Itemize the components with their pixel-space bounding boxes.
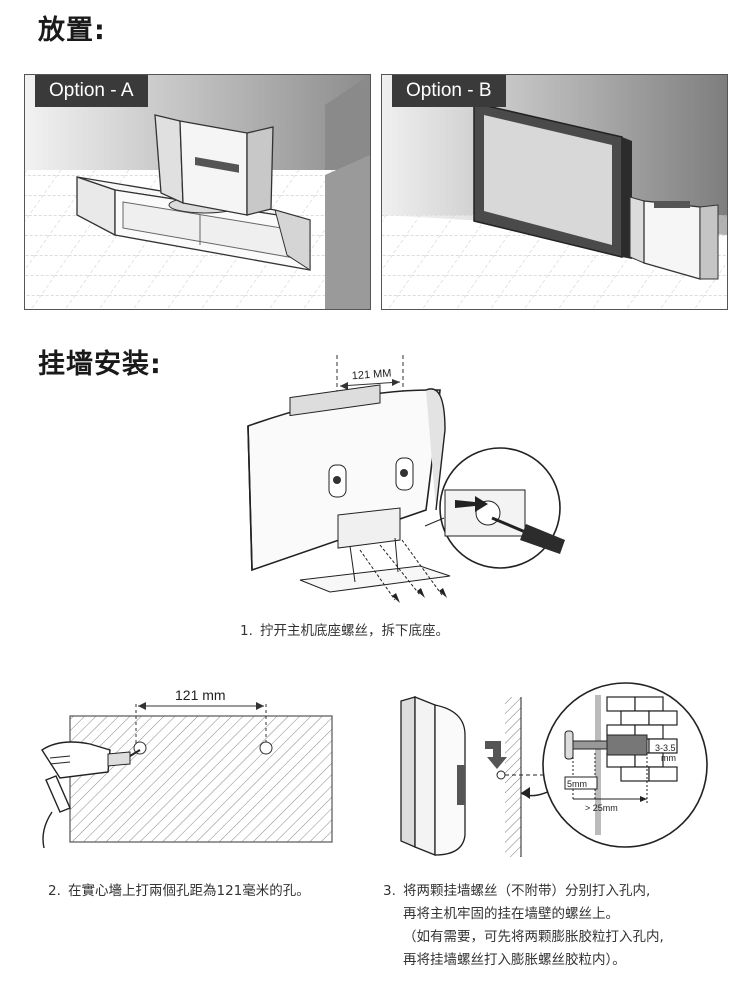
dim-gap-unit: mm	[661, 753, 676, 763]
step1-caption: 1.拧开主机底座螺丝，拆下底座。	[240, 623, 449, 639]
step3-line-2: 再将主机牢固的挂在墙壁的螺丝上。	[403, 906, 619, 922]
dim-121mm-drill: 121 mm	[175, 687, 226, 703]
wall-mount-title: 挂墙安装:	[38, 349, 162, 380]
option-a-illustration	[25, 75, 370, 309]
option-b-panel: Option - B	[381, 74, 728, 310]
step2-illustration: 121 mm	[41, 687, 333, 849]
step1-illustration: 121 MM	[247, 355, 565, 603]
option-b-illustration	[382, 75, 727, 309]
step3-line-4: 再将挂墙螺丝打入膨胀螺丝胶粒内）。	[403, 952, 626, 968]
step2-caption: 2.在實心墻上打兩個孔距為121毫米的孔。	[48, 883, 310, 899]
option-b-label: Option - B	[392, 75, 506, 107]
option-a-panel: Option - A	[24, 74, 371, 310]
dim-121mm-top: 121 MM	[351, 368, 391, 383]
option-a-label: Option - A	[35, 75, 148, 107]
step3-illustration: 5mm > 25mm 3-3.5 mm	[400, 682, 708, 857]
step3-line-3: （如有需要，可先将两颗膨胀胶粒打入孔内,	[403, 929, 664, 945]
dim-gap: 3-3.5	[655, 743, 676, 753]
dim-depth: > 25mm	[585, 803, 618, 813]
step3-caption: 3.将两颗挂墙螺丝（不附带）分别打入孔内, 再将主机牢固的挂在墙壁的螺丝上。 （…	[383, 880, 743, 972]
step3-line-1: 将两颗挂墙螺丝（不附带）分别打入孔内,	[403, 883, 651, 899]
placement-title: 放置:	[38, 15, 106, 46]
dim-head: 5mm	[567, 779, 587, 789]
step2-text: 在實心墻上打兩個孔距為121毫米的孔。	[68, 883, 310, 899]
step1-text: 拧开主机底座螺丝，拆下底座。	[260, 623, 449, 639]
